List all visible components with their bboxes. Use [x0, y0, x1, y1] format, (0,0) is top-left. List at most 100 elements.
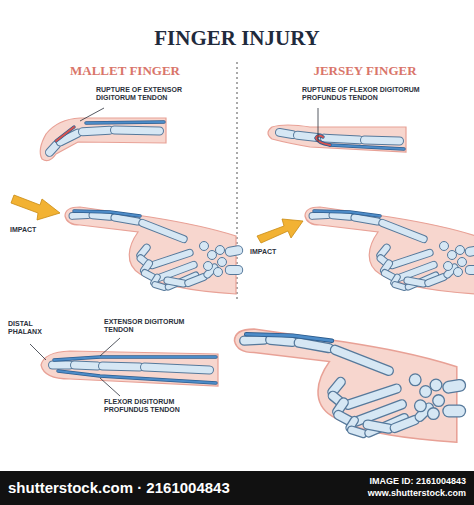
- bone: [299, 343, 329, 348]
- tendon: [314, 211, 380, 216]
- bone-outline: [395, 285, 404, 288]
- bone: [244, 336, 264, 345]
- bone: [188, 277, 203, 283]
- bone: [395, 285, 404, 288]
- bone-outline: [380, 248, 386, 256]
- bone-outline: [449, 405, 460, 418]
- bone-outline: [102, 362, 139, 372]
- watermark-text: www.shutterstock.com: [330, 488, 466, 498]
- carpal-bone: [204, 262, 213, 271]
- bone: [114, 127, 159, 135]
- footer-bar: [0, 471, 474, 505]
- bone-outline: [364, 136, 399, 146]
- tendon: [246, 334, 332, 341]
- tendon-outline: [330, 145, 404, 149]
- bone: [335, 350, 389, 371]
- tendon-outline: [86, 122, 164, 123]
- bone-outline: [279, 132, 292, 134]
- bone-outline: [142, 223, 183, 239]
- impact-arrow: [257, 219, 303, 243]
- carpal-bone: [409, 374, 421, 386]
- part-label: FLEXOR DIGITORUM PROFUNDUS TENDON: [104, 398, 214, 414]
- bone: [385, 273, 394, 278]
- carpal-bone: [458, 258, 467, 267]
- carpal-bone: [428, 408, 440, 420]
- tendon-outline: [58, 371, 216, 383]
- bone: [368, 425, 389, 429]
- annotation-label: RUPTURE OF FLEXOR DIGITORUM PROFUNDUS TE…: [302, 86, 432, 102]
- bone: [152, 253, 189, 265]
- bone-outline: [230, 265, 238, 275]
- bone: [392, 253, 429, 265]
- bone-outline: [354, 217, 377, 221]
- anatomy-finger: [41, 351, 218, 386]
- bone: [338, 415, 350, 421]
- divider-line: [237, 62, 238, 300]
- bone: [230, 266, 238, 274]
- hand-mallet: [65, 207, 238, 294]
- leader-line: [30, 344, 46, 360]
- bone: [348, 389, 396, 405]
- tendon-outline: [54, 357, 216, 360]
- bone-outline: [348, 389, 396, 405]
- bone: [312, 212, 327, 219]
- bone: [324, 138, 359, 140]
- carpal-bone: [454, 268, 463, 277]
- bone-outline: [428, 277, 443, 283]
- bone: [114, 217, 137, 221]
- bone-outline: [144, 367, 209, 370]
- tendon: [86, 122, 164, 123]
- bone: [140, 248, 146, 256]
- bone: [332, 382, 340, 392]
- bone: [332, 215, 349, 217]
- bone-outline: [351, 430, 363, 434]
- hand-jersey: [305, 207, 474, 294]
- bone-outline: [385, 273, 394, 278]
- section-heading: JERSEY FINGER: [290, 64, 440, 79]
- bone: [92, 215, 109, 217]
- finger-skin: [305, 207, 474, 294]
- bone-outline: [53, 361, 70, 370]
- bone-outline: [382, 223, 423, 239]
- bone: [102, 363, 139, 371]
- bone-outline: [270, 340, 292, 342]
- bone-outline: [188, 277, 203, 283]
- diagram-title: FINGER INJURY: [0, 26, 474, 50]
- bone-outline: [392, 253, 429, 265]
- bone-outline: [82, 130, 109, 132]
- bone-outline: [114, 126, 159, 136]
- carpal-bone: [430, 379, 442, 391]
- bone: [155, 285, 164, 288]
- tendon: [54, 357, 216, 360]
- tendon: [56, 127, 74, 141]
- bone: [354, 217, 377, 221]
- finger-skin: [65, 207, 236, 294]
- mallet-finger: [40, 118, 166, 161]
- bone-outline: [155, 285, 164, 288]
- bone: [82, 130, 109, 132]
- finger-skin: [235, 329, 457, 442]
- bone: [74, 362, 97, 370]
- impact-label: IMPACT: [250, 248, 310, 256]
- carpal-bone: [444, 262, 453, 271]
- bone: [270, 340, 292, 342]
- tendon-outline: [314, 211, 380, 216]
- hand-large: [235, 329, 460, 442]
- bone: [395, 420, 415, 428]
- part-label: EXTENSOR DIGITORUM TENDON: [104, 318, 199, 334]
- bone-outline: [335, 350, 389, 371]
- carpal-bone: [200, 242, 209, 251]
- bone-outline: [230, 250, 238, 251]
- annotation-label: RUPTURE OF EXTENSOR DIGITORUM TENDON: [96, 86, 214, 102]
- leader-line: [318, 108, 319, 142]
- bone: [407, 280, 423, 283]
- impact-label: IMPACT: [10, 226, 70, 234]
- tendon-outline: [56, 127, 74, 141]
- finger-skin: [41, 351, 218, 386]
- bone: [142, 223, 183, 239]
- impact-arrow: [11, 195, 60, 220]
- bone: [380, 248, 386, 256]
- bone-outline: [114, 217, 137, 221]
- bone: [144, 367, 209, 370]
- bone: [470, 250, 474, 251]
